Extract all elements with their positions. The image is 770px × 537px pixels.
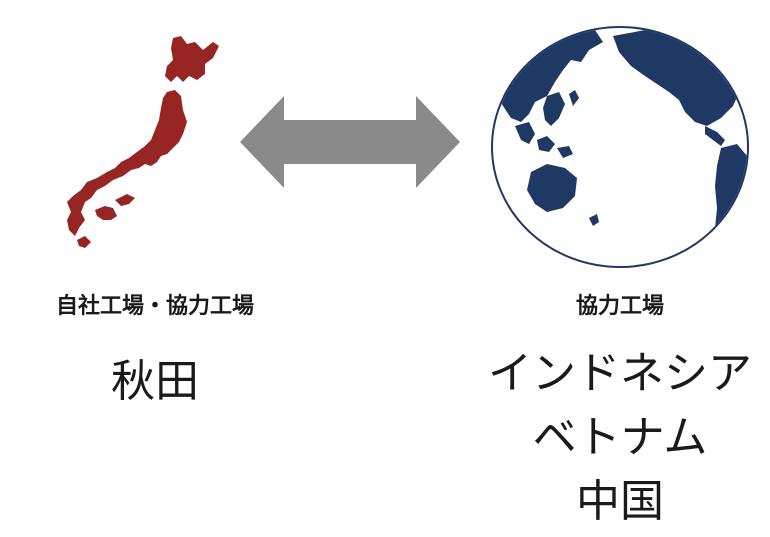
location-akita: 秋田: [111, 356, 199, 407]
own-and-partner-factories-heading: 自社工場・協力工場: [55, 294, 254, 319]
location-china: 中国: [576, 476, 664, 527]
location-vietnam: ベトナム: [532, 412, 708, 463]
globe-icon: [491, 26, 749, 268]
partner-factories-heading: 協力工場: [575, 294, 664, 319]
double-arrow-icon: [240, 96, 460, 188]
location-indonesia: インドネシア: [488, 348, 752, 399]
partner-location-list: インドネシア ベトナム 中国: [470, 345, 770, 537]
japan-map-icon: [67, 36, 219, 248]
